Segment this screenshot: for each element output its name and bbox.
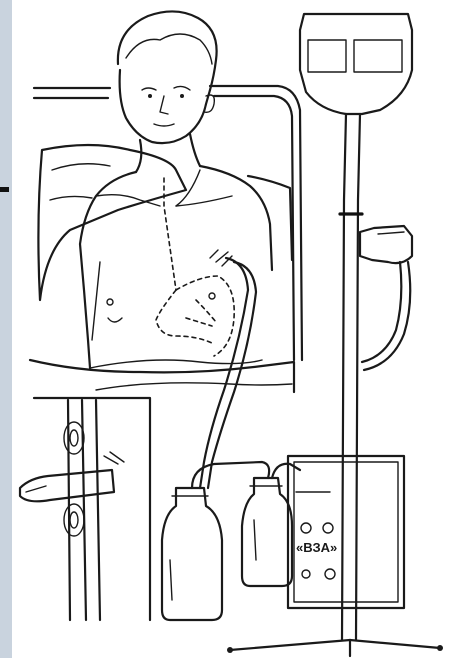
- suction-pump: «ВЗА»: [288, 456, 404, 608]
- iv-stand: [227, 14, 443, 656]
- manometer: [360, 226, 412, 370]
- lung-outline: [156, 178, 234, 356]
- pillow: [38, 145, 292, 300]
- device-label: «ВЗА»: [296, 540, 337, 555]
- collection-bottle-1: [162, 488, 222, 620]
- patient-head: [118, 11, 217, 172]
- chest-cross-section: [20, 398, 150, 620]
- bed-headboard: [34, 86, 302, 360]
